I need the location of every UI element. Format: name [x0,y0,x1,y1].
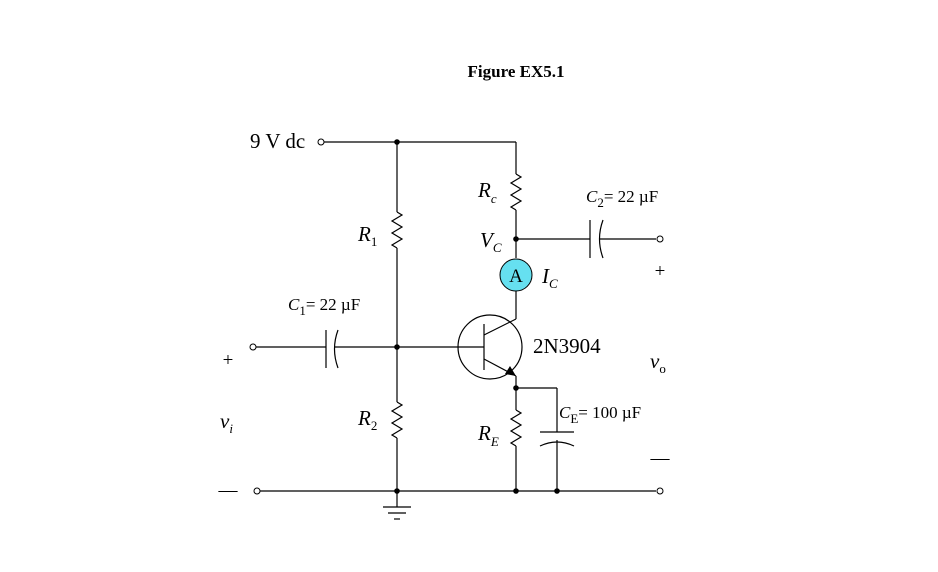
input-minus: — [218,480,239,501]
supply-rail [317,138,517,174]
transistor-q1 [457,314,523,380]
r1-label: R1 [357,222,377,249]
resistor-r1 [390,142,404,347]
re-label: RE [477,421,499,449]
ic-label: IC [541,264,558,291]
figure-title: Figure EX5.1 [468,62,565,81]
output-plus: + [655,261,666,282]
transistor-part-label: 2N3904 [533,334,601,358]
resistor-re [509,388,523,491]
input-wire [249,329,397,369]
resistor-r2 [390,347,404,491]
c1-label: C1= 22 µF [288,295,360,318]
resistor-rc [509,173,523,239]
ammeter-symbol: A [509,266,523,287]
ground-icon [383,491,411,520]
output-label: vo [650,349,666,376]
r2-label: R2 [357,406,377,433]
vc-label: VC [480,228,502,255]
input-plus: + [223,350,234,371]
c2-label: C2= 22 µF [586,187,658,210]
output-minus: — [650,448,671,469]
input-label: vi [220,409,233,436]
ground-rail [253,487,664,495]
output-wire [516,219,664,259]
ce-label: CE= 100 µF [559,403,641,426]
supply-label: 9 V dc [250,129,305,153]
capacitor-ce [516,387,575,491]
rc-label: Rc [477,178,497,206]
